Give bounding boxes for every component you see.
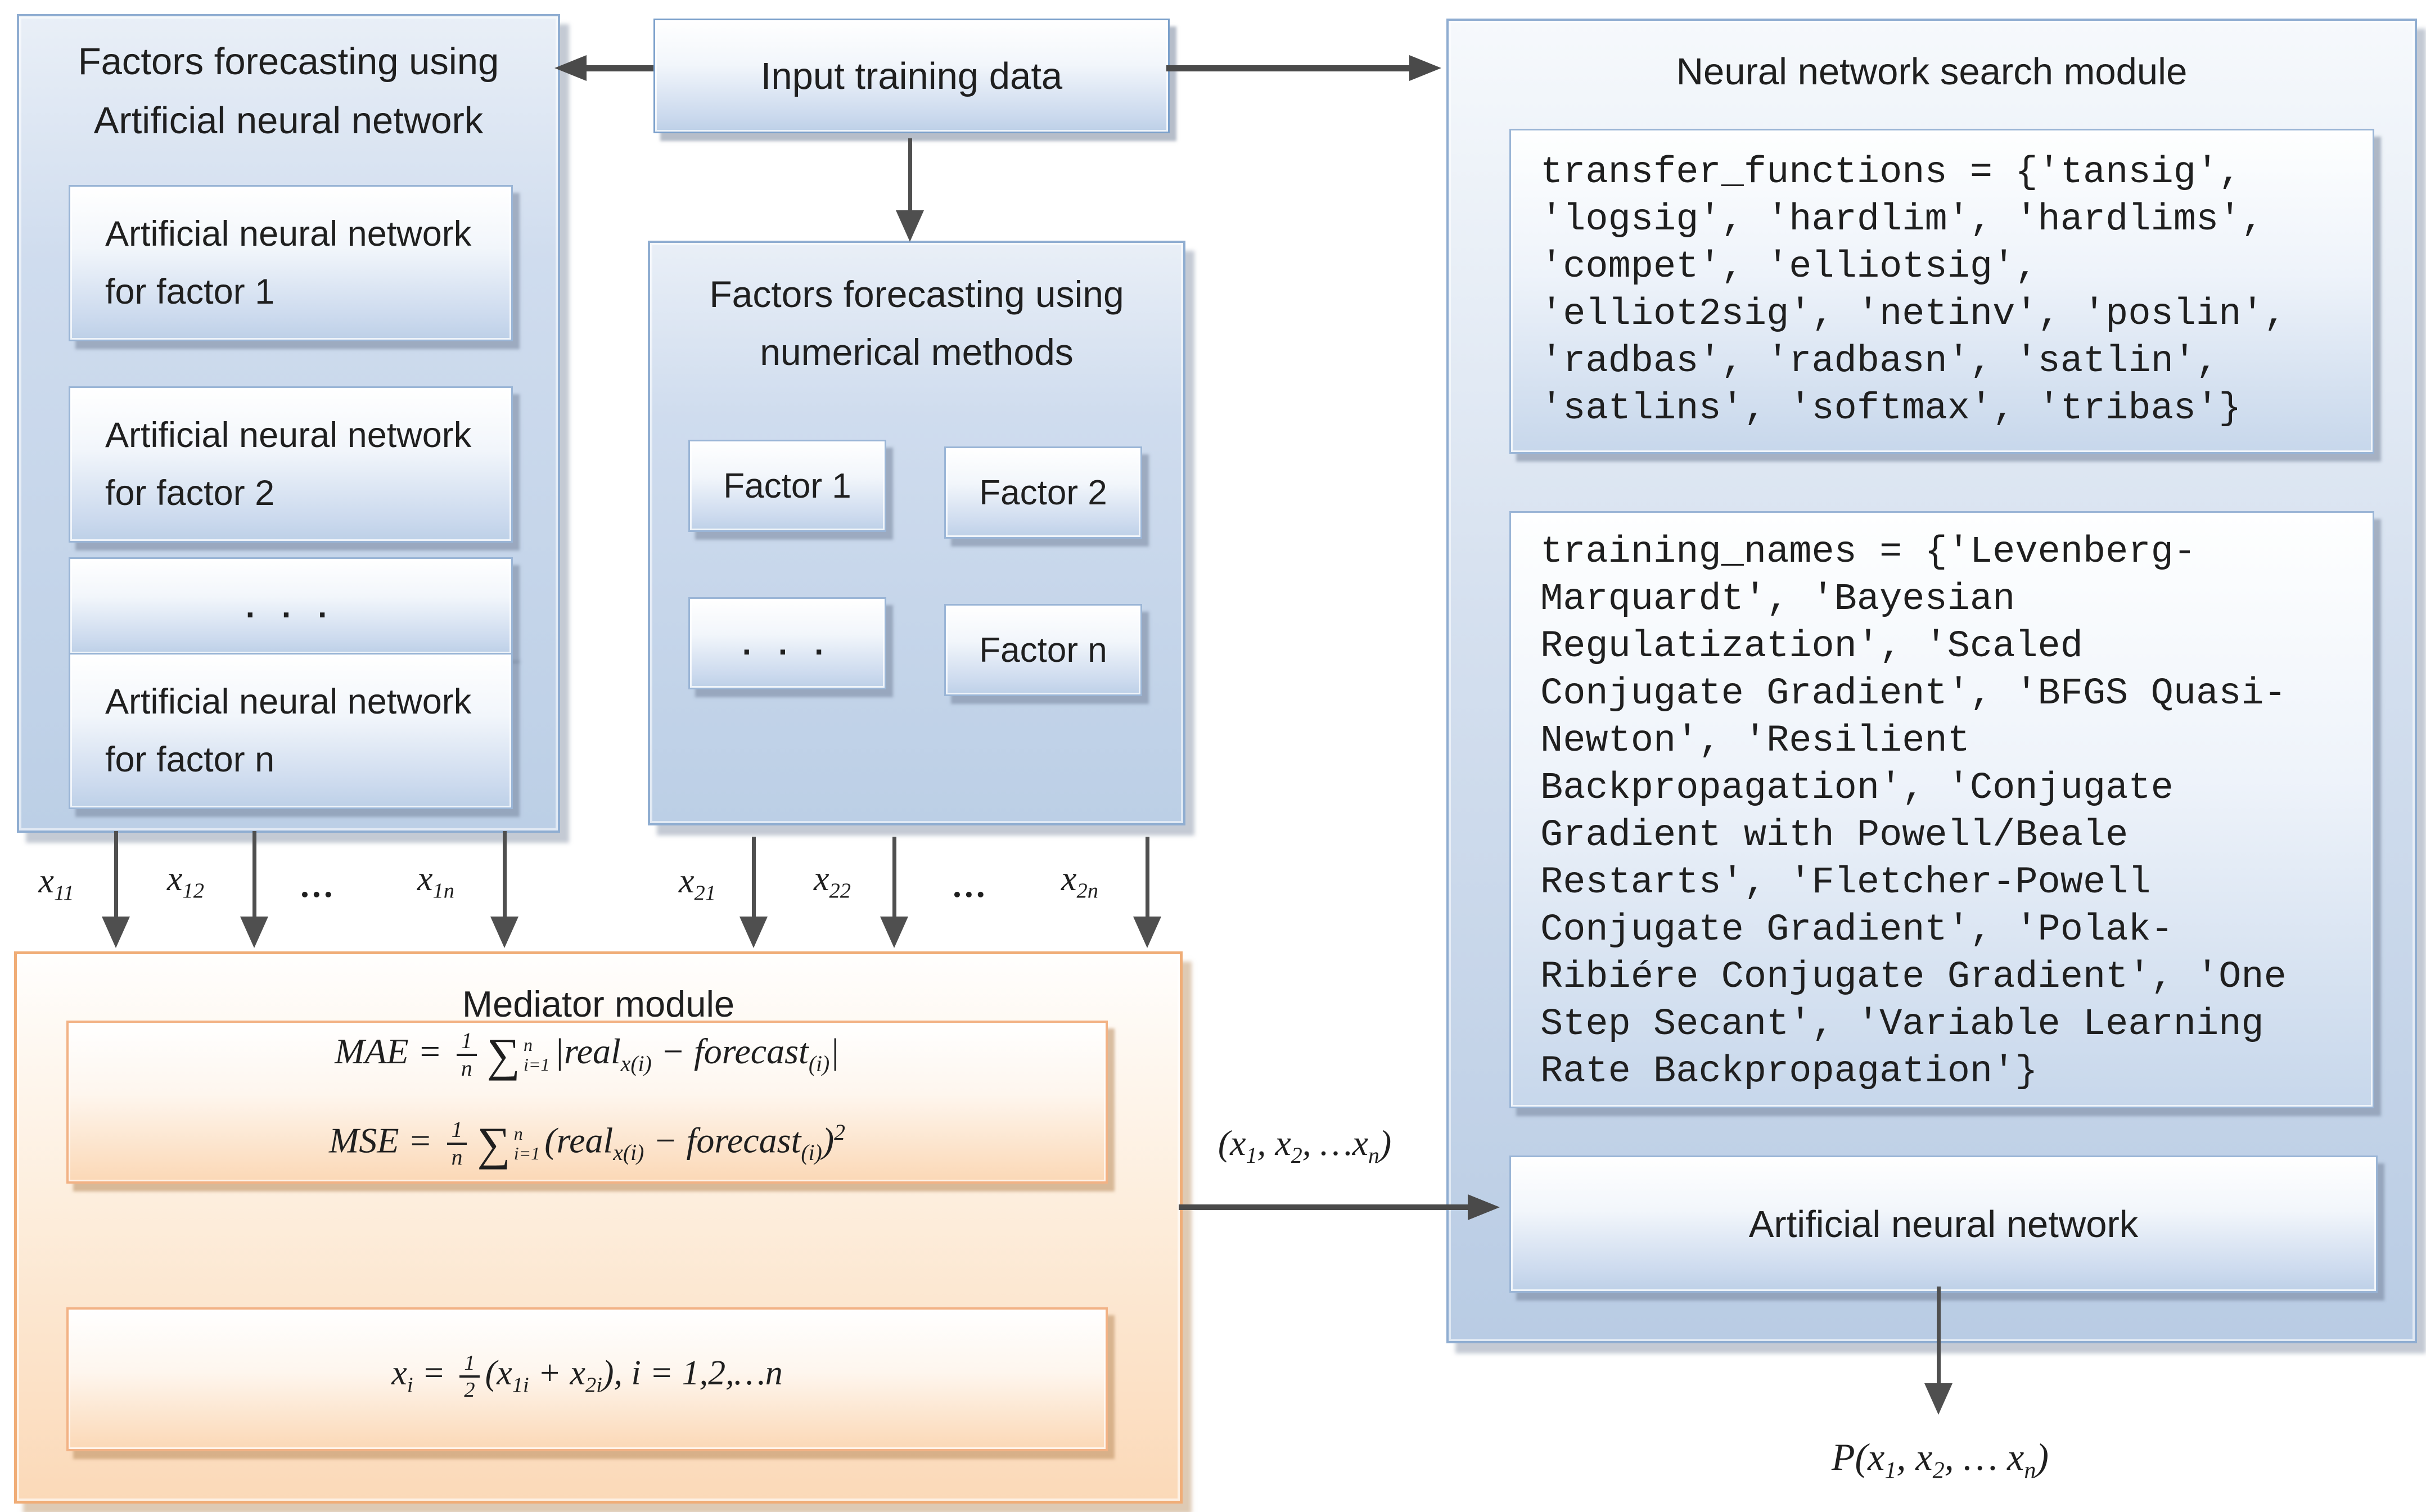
- ann-factor-2-box: Artificial neural network for factor 2: [69, 386, 513, 543]
- numerical-title-line2: numerical methods: [760, 331, 1074, 373]
- arrow-shaft: [1166, 65, 1410, 71]
- training-names-code-box: training_names = {'Levenberg- Marquardt'…: [1509, 511, 2374, 1108]
- edge-label-x12: x12: [167, 860, 204, 903]
- factor-2-label: Factor 2: [979, 473, 1107, 512]
- ann-factor-1-box: Artificial neural network for factor 1: [69, 185, 513, 341]
- arrow-shaft: [585, 65, 653, 71]
- factor-ellipsis-label: . . .: [742, 625, 833, 662]
- arrowhead-down-icon: [490, 917, 518, 948]
- ann-forecasting-module: Factors forecasting using Artificial neu…: [17, 14, 560, 833]
- arrow-shaft: [892, 837, 896, 920]
- arrow-shaft: [114, 831, 118, 920]
- arrowhead-down-icon: [1133, 917, 1161, 948]
- ann-factor-ellipsis-box: . . .: [69, 557, 513, 655]
- edge-label-x11: x11: [38, 862, 74, 905]
- arrow-shaft: [252, 831, 256, 920]
- arrowhead-down-icon: [896, 210, 924, 242]
- arrowhead-down-icon: [880, 917, 908, 948]
- ann-factor-n-box: Artificial neural network for factor n: [69, 653, 513, 809]
- arrowhead-down-icon: [1924, 1383, 1952, 1415]
- input-training-data-label: Input training data: [760, 55, 1063, 97]
- arrowhead-down-icon: [102, 917, 130, 948]
- ann-forecasting-title-line2: Artificial neural network: [93, 100, 484, 142]
- nn-search-module-title: Neural network search module: [1676, 51, 2188, 93]
- arrow-shaft: [1937, 1287, 1941, 1387]
- arrow-shaft: [752, 837, 756, 920]
- output-label: P(x1, x2, … xn): [1831, 1436, 2049, 1484]
- ann-result-label: Artificial neural network: [1748, 1203, 2139, 1245]
- factor-1-box: Factor 1: [688, 440, 886, 532]
- numerical-module-title: Factors forecasting using numerical meth…: [650, 243, 1183, 381]
- factor-2-box: Factor 2: [944, 446, 1142, 539]
- factor-n-label: Factor n: [979, 630, 1107, 670]
- ann-factor-1-label: Artificial neural network for factor 1: [105, 214, 472, 312]
- factor-1-label: Factor 1: [723, 466, 851, 505]
- arrowhead-left-icon: [554, 55, 587, 81]
- arrowhead-down-icon: [739, 917, 768, 948]
- edge-label-x2n: x2n: [1061, 860, 1098, 903]
- edge-label-x22: x22: [814, 860, 851, 903]
- ann-factor-n-label: Artificial neural network for factor n: [105, 682, 472, 779]
- arrowhead-right-icon: [1409, 55, 1441, 81]
- arrow-shaft: [908, 138, 912, 215]
- input-training-data-box: Input training data: [653, 19, 1170, 133]
- arrow-shaft: [1146, 837, 1149, 920]
- arrowhead-right-icon: [1468, 1194, 1500, 1220]
- ann-forecasting-title-line1: Factors forecasting using: [78, 40, 499, 83]
- factor-ellipsis-box: . . .: [688, 597, 886, 689]
- edge-label-dots-1: …: [300, 866, 335, 905]
- edge-label-x21: x21: [679, 862, 716, 905]
- numerical-title-line1: Factors forecasting using: [709, 273, 1124, 315]
- nn-search-module: Neural network search module transfer_fu…: [1446, 19, 2417, 1343]
- arrow-shaft: [1179, 1204, 1469, 1210]
- ann-factor-ellipsis-label: . . .: [245, 588, 336, 625]
- mediator-module-title: Mediator module: [462, 983, 735, 1024]
- ann-forecasting-module-title: Factors forecasting using Artificial neu…: [19, 16, 558, 150]
- edge-label-dots-2: …: [953, 866, 987, 905]
- transfer-functions-code-box: transfer_functions = {'tansig', 'logsig'…: [1509, 129, 2374, 454]
- ann-factor-2-label: Artificial neural network for factor 2: [105, 416, 472, 513]
- arrowhead-down-icon: [240, 917, 268, 948]
- ann-result-box: Artificial neural network: [1509, 1156, 2378, 1293]
- arrow-shaft: [503, 831, 507, 920]
- edge-label-x1n: x1n: [417, 860, 454, 903]
- numerical-forecasting-module: Factors forecasting using numerical meth…: [648, 241, 1185, 825]
- factor-n-box: Factor n: [944, 604, 1142, 696]
- vector-label: (x1, x2, …xn): [1217, 1123, 1392, 1168]
